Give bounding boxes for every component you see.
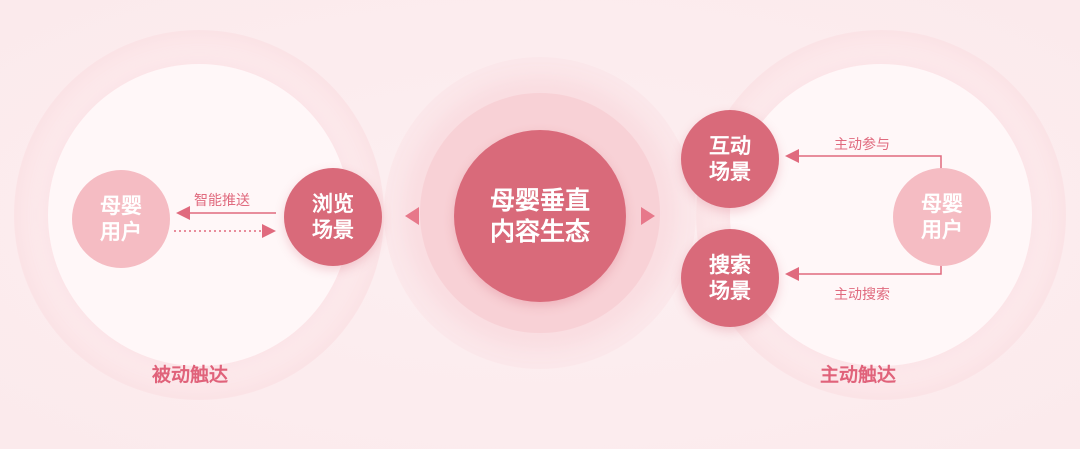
browse-scene-node: 浏览 场景 <box>284 168 382 266</box>
search-scene-line2: 场景 <box>709 279 751 303</box>
active-participation-label: 主动参与 <box>834 137 890 153</box>
left-user-line2: 用户 <box>100 220 142 244</box>
browse-scene-line2: 场景 <box>312 218 354 242</box>
interact-scene-node: 互动 场景 <box>681 110 779 208</box>
browse-dotted-arrowhead <box>262 224 276 238</box>
passive-reach-title: 被动触达 <box>152 364 229 386</box>
active-participation-arrowhead <box>785 149 799 163</box>
active-reach-title: 主动触达 <box>820 364 897 386</box>
left-user-line1: 母婴 <box>100 193 142 218</box>
right-mom-baby-user-node: 母婴 用户 <box>893 168 991 266</box>
center-right-arrowhead <box>641 207 655 225</box>
smart-push-arrowhead <box>176 206 190 220</box>
interact-scene-line1: 互动 <box>709 133 751 158</box>
center-line1: 母婴垂直 <box>489 185 590 215</box>
interact-scene-line2: 场景 <box>709 160 751 184</box>
search-scene-line1: 搜索 <box>709 252 751 277</box>
center-content-ecosystem-node: 母婴垂直 内容生态 <box>454 130 626 302</box>
search-scene-node: 搜索 场景 <box>681 229 779 327</box>
center-left-arrowhead <box>405 207 419 225</box>
right-user-line2: 用户 <box>921 218 963 242</box>
browse-scene-line1: 浏览 <box>312 191 354 216</box>
smart-push-label: 智能推送 <box>194 193 250 209</box>
center-line2: 内容生态 <box>489 217 590 246</box>
right-user-line1: 母婴 <box>921 191 963 216</box>
active-search-arrowhead <box>785 267 799 281</box>
active-search-label: 主动搜索 <box>834 287 890 303</box>
left-mom-baby-user-node: 母婴 用户 <box>72 170 170 268</box>
